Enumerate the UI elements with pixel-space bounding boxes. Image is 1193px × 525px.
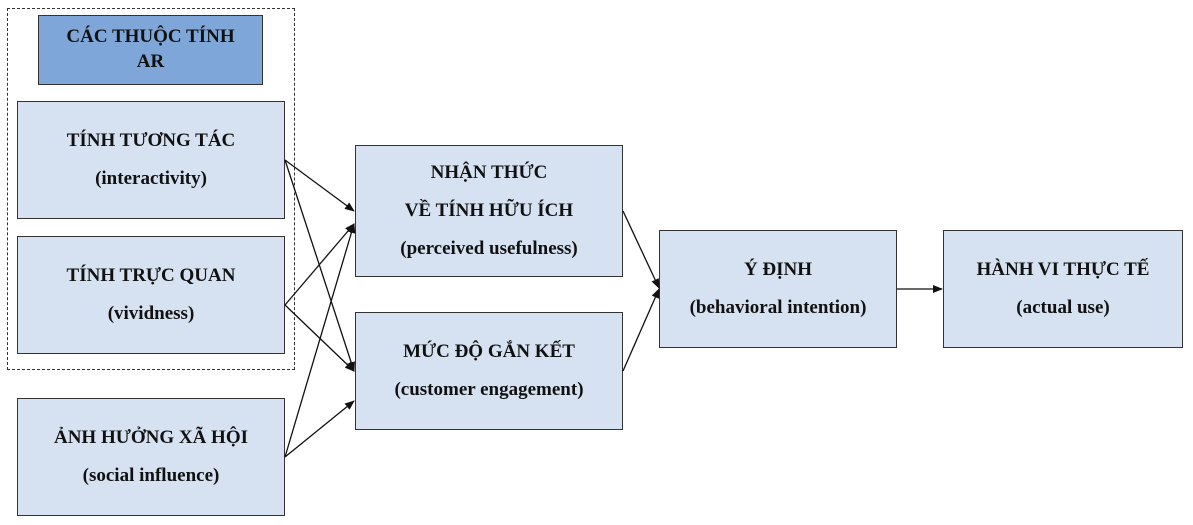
arrow-social-to-usefulness <box>284 223 356 458</box>
actual-use-en: (actual use) <box>1016 297 1110 318</box>
arrow-interactivity-to-usefulness <box>284 159 355 212</box>
node-behavioral-intention: Ý ĐỊNH (behavioral intention) <box>659 230 897 348</box>
node-interactivity: TÍNH TƯƠNG TÁC (interactivity) <box>17 101 285 219</box>
vividness-vi: TÍNH TRỰC QUAN <box>66 265 236 287</box>
node-customer-engagement: MỨC ĐỘ GẮN KẾT (customer engagement) <box>355 312 623 430</box>
engagement-vi: MỨC ĐỘ GẮN KẾT <box>403 341 575 363</box>
arrow-vividness-to-usefulness <box>284 223 355 306</box>
arrow-usefulness-to-intention <box>622 210 660 289</box>
interactivity-vi: TÍNH TƯƠNG TÁC <box>66 130 236 152</box>
node-vividness: TÍNH TRỰC QUAN (vividness) <box>17 236 285 354</box>
node-social-influence: ẢNH HƯỞNG XÃ HỘI (social influence) <box>17 398 285 516</box>
node-actual-use: HÀNH VI THỰC TẾ (actual use) <box>943 230 1183 348</box>
social-influence-en: (social influence) <box>82 465 220 486</box>
arrow-engagement-to-intention <box>622 288 660 372</box>
usefulness-vi-line1: NHẬN THỨC <box>430 162 548 184</box>
arrow-social-to-engagement <box>284 400 355 458</box>
engagement-en: (customer engagement) <box>394 379 584 400</box>
vividness-en: (vividness) <box>107 303 195 324</box>
usefulness-en: (perceived usefulness) <box>400 237 578 259</box>
interactivity-en: (interactivity) <box>95 168 207 189</box>
node-perceived-usefulness: NHẬN THỨC VỀ TÍNH HỮU ÍCH (perceived use… <box>355 145 623 277</box>
social-influence-vi: ẢNH HƯỞNG XÃ HỘI <box>53 427 249 449</box>
intention-vi: Ý ĐỊNH <box>743 259 813 281</box>
usefulness-vi-line2: VỀ TÍNH HỮU ÍCH <box>404 200 574 222</box>
actual-use-vi: HÀNH VI THỰC TẾ <box>976 259 1150 281</box>
intention-en: (behavioral intention) <box>689 297 867 318</box>
arrow-vividness-to-engagement <box>284 304 355 372</box>
ar-title-line1: CÁC THUỘC TÍNH <box>66 26 235 48</box>
ar-attributes-title: CÁC THUỘC TÍNH AR <box>38 15 263 85</box>
ar-title-line2: AR <box>136 51 165 72</box>
